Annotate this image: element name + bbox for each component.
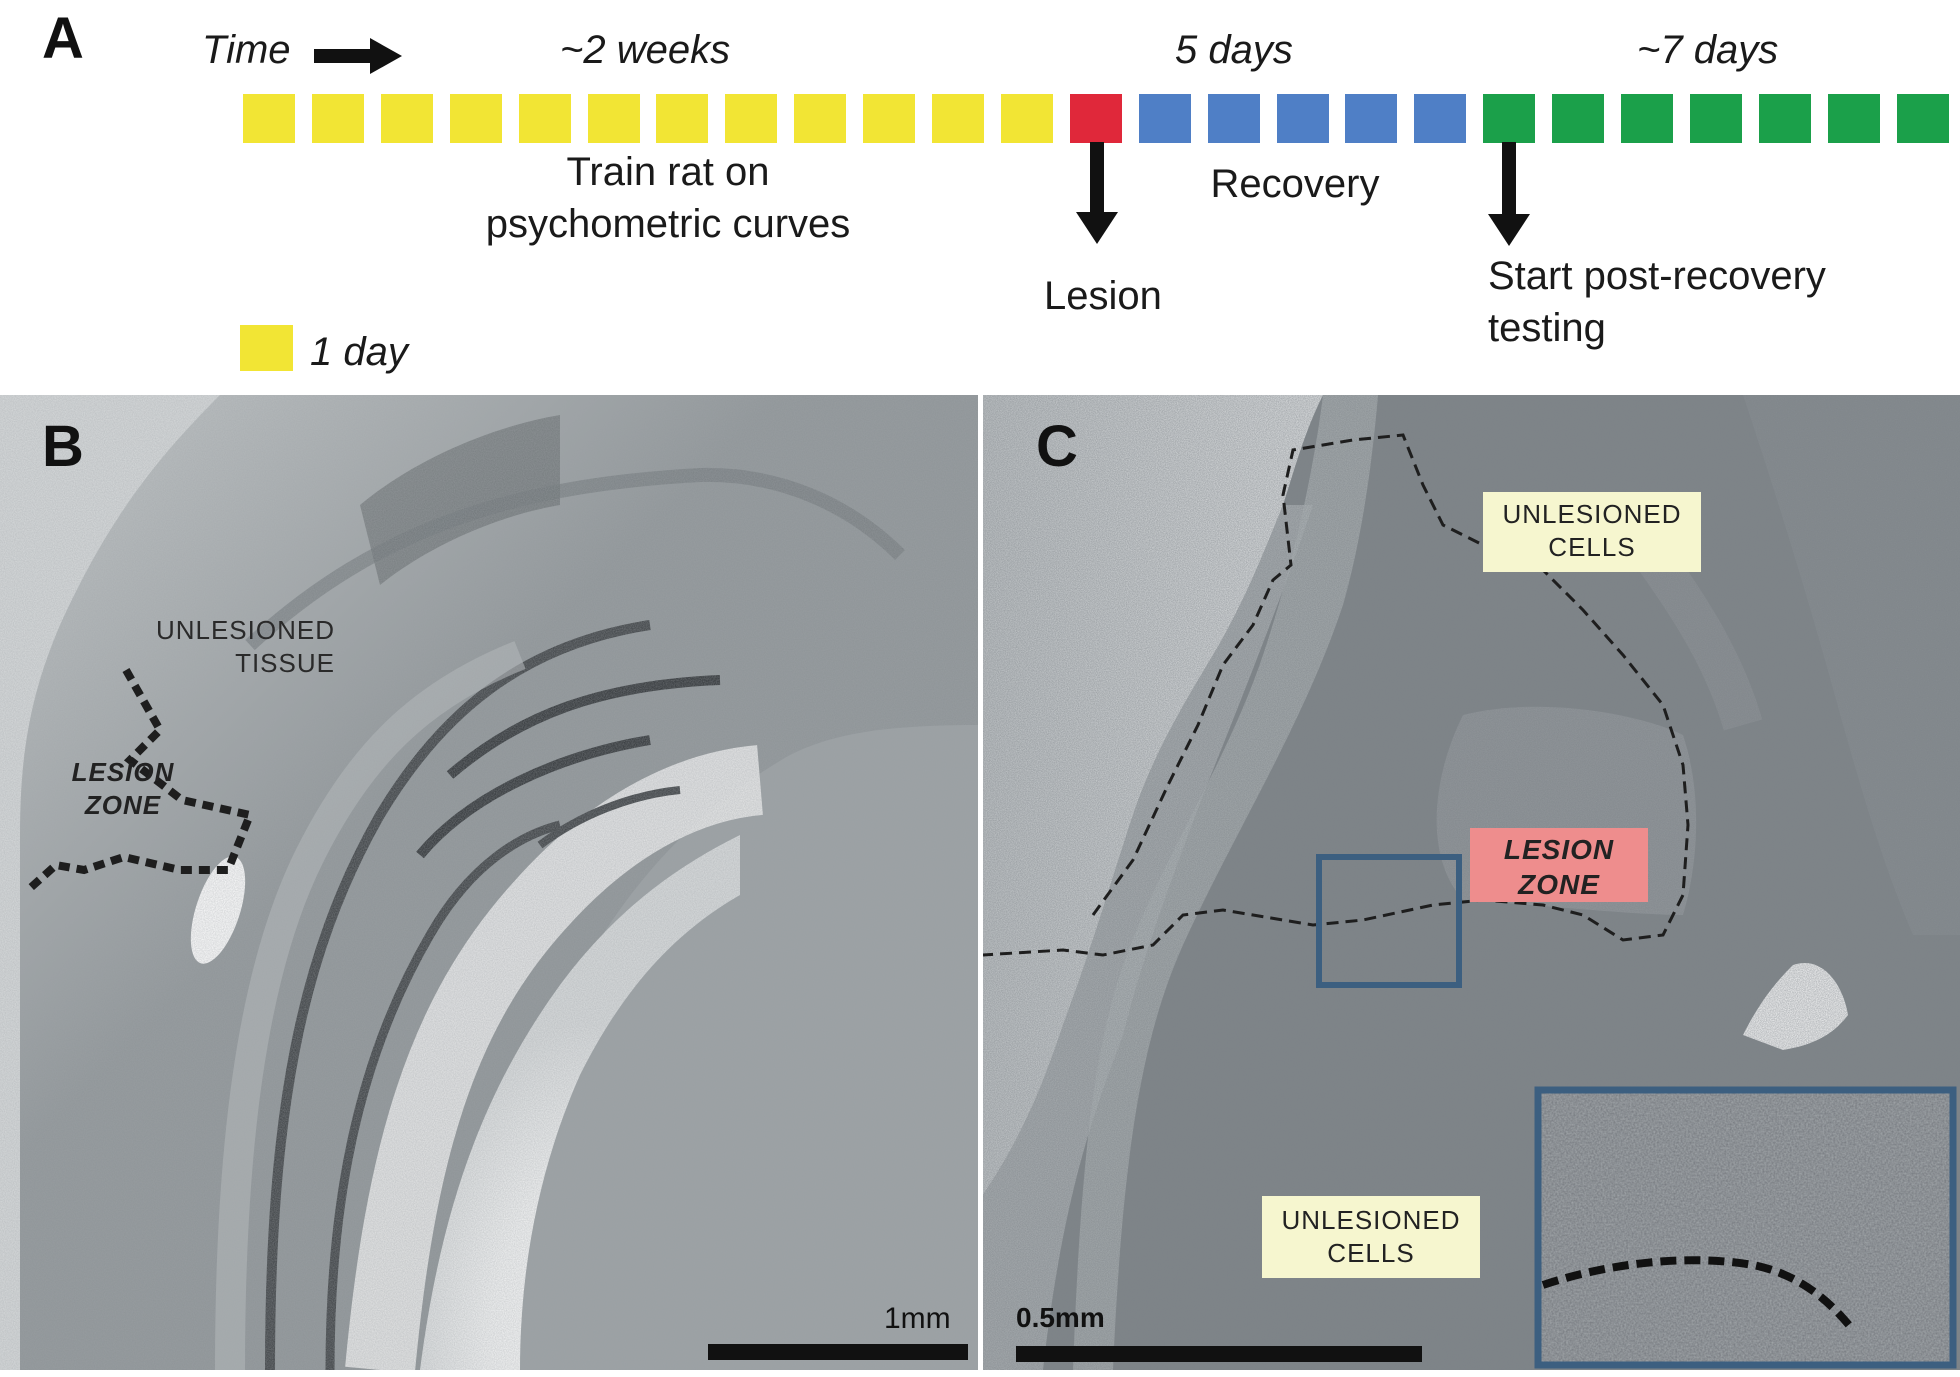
unlesioned-cells-top-line2: CELLS [1548,531,1636,562]
day-square-testing [1621,94,1673,143]
period-training-label: ~2 weeks [560,28,731,72]
lesion-description: Lesion [1044,274,1162,318]
day-square-training [1000,94,1053,143]
unlesioned-cells-bottom-label: UNLESIONED CELLS [1262,1196,1480,1278]
testing-label-line2: testing [1488,306,1606,350]
day-square-recovery [1138,94,1191,143]
train-label-line1: Train rat on [566,150,770,194]
day-square-training [311,94,364,143]
panel-c-lesion-zone-label: LESION ZONE [1470,828,1648,902]
panel-c-scale-bar [1016,1346,1422,1362]
day-square-recovery [1207,94,1260,143]
panel-b-letter: B [42,414,84,479]
unlesioned-tissue-line2: TISSUE [235,647,335,678]
testing-arrow-icon [1488,142,1530,246]
panel-b-scale-bar [708,1344,968,1360]
legend-day-square [240,325,293,371]
day-square-testing [1827,94,1880,143]
train-label-line2: psychometric curves [485,202,851,246]
day-square-testing [1896,94,1949,143]
time-label: Time [202,28,291,72]
period-testing-label: ~7 days [1637,28,1779,72]
panel-b-lesion-zone-label: LESION ZONE [38,756,208,821]
panel-b-lesion-line1: LESION [71,757,175,787]
panel-c-lesion-line2: ZONE [1518,869,1600,900]
day-square-training [518,94,571,143]
day-square-testing [1552,94,1605,143]
day-square-recovery [1276,94,1329,143]
panel-a-letter: A [42,6,84,71]
time-arrow-icon [314,38,402,74]
panel-c-scale-label: 0.5mm [1016,1302,1105,1333]
panel-c-letter: C [1036,414,1078,479]
testing-description: Start post-recovery testing [1488,250,1826,354]
unlesioned-tissue-label: UNLESIONED TISSUE [130,614,335,679]
day-square-recovery [1414,94,1467,143]
unlesioned-cells-bottom-line1: UNLESIONED [1281,1205,1461,1235]
testing-label-line1: Start post-recovery [1488,254,1826,298]
day-square-training [794,94,847,143]
day-square-training [587,94,640,143]
panel-b-micrograph [0,395,978,1370]
day-square-recovery [1345,94,1398,143]
day-square-training [863,94,916,143]
day-square-training [243,94,295,143]
day-square-lesion [1069,94,1122,143]
legend-day-label: 1 day [310,330,408,374]
day-square-testing [1689,94,1742,143]
day-square-training [380,94,433,143]
day-square-testing [1758,94,1811,143]
unlesioned-cells-top-label: UNLESIONED CELLS [1483,492,1701,572]
unlesioned-cells-bottom-line2: CELLS [1327,1237,1415,1268]
lesion-arrow-icon [1076,142,1118,244]
day-square-training [932,94,984,143]
day-square-testing [1483,94,1536,143]
panel-c-lesion-line1: LESION [1503,834,1615,865]
period-recovery-label: 5 days [1175,28,1293,72]
panel-b-scale-label: 1mm [884,1302,951,1335]
day-square-training [449,94,502,143]
day-square-training [725,94,778,143]
panel-b-lesion-line2: ZONE [84,789,162,820]
recovery-description: Recovery [1210,162,1380,206]
unlesioned-cells-top-line1: UNLESIONED [1502,499,1682,529]
hippocampus-section [0,395,978,1370]
train-description: Train rat on psychometric curves [478,146,858,250]
day-square-training [656,94,709,143]
unlesioned-tissue-line1: UNLESIONED [155,615,335,645]
